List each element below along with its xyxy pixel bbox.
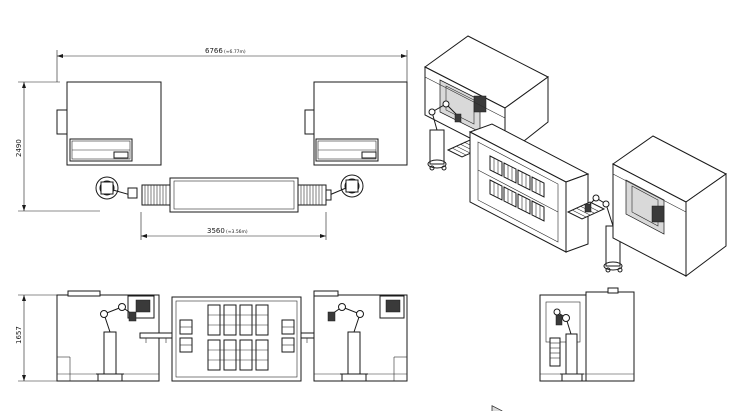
storage-rack-plan	[169, 177, 299, 213]
right-robot-plan	[321, 174, 364, 201]
left-robot-plan	[95, 176, 138, 200]
front-right-robot	[327, 303, 368, 381]
plan-view: 6766 (≈6.77m) 2490	[15, 47, 408, 240]
dim-top-width: 6766	[205, 47, 223, 55]
front-elevation: 1657	[15, 290, 408, 382]
side-machine	[585, 291, 635, 382]
dim-front-height: 1657	[15, 326, 23, 344]
dim-top-depth: 2490	[15, 139, 23, 157]
front-left-robot	[96, 303, 137, 381]
isometric-view	[424, 35, 727, 411]
dim-middle-width: 3560	[207, 227, 225, 235]
front-left-conveyor	[139, 332, 173, 339]
iso-left-robot	[427, 100, 462, 171]
dim-top-width-note: (≈6.77m)	[224, 49, 246, 55]
iso-right-machine	[612, 135, 727, 277]
side-elevation	[539, 287, 635, 382]
dim-middle-width-note: (≈3.56m)	[226, 229, 248, 235]
front-storage-rack	[171, 296, 302, 382]
